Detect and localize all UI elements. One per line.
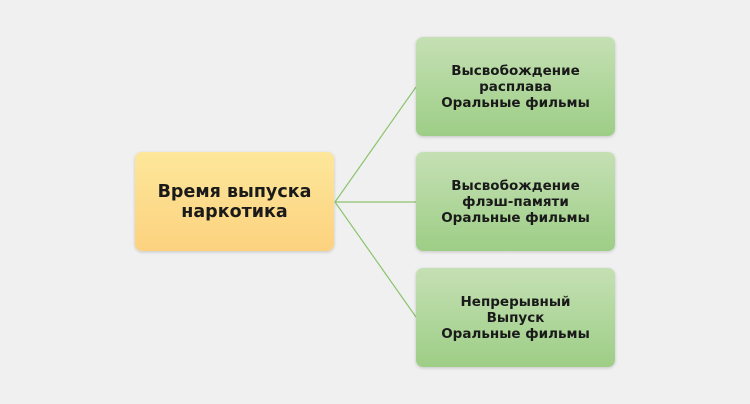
root-node-label: Время выпуска наркотика xyxy=(157,181,312,222)
child-node-continuous-release: Непрерывный Выпуск Оральные фильмы xyxy=(416,268,615,367)
connector-line-melt-release xyxy=(334,86,417,203)
child-node-label: Непрерывный Выпуск Оральные фильмы xyxy=(441,293,590,342)
child-node-label: Высвобождение флэш-памяти Оральные фильм… xyxy=(441,177,590,226)
root-node-drug-release-time: Время выпуска наркотика xyxy=(135,152,334,251)
connector-line-continuous-release xyxy=(334,201,417,318)
child-node-label: Высвобождение расплава Оральные фильмы xyxy=(441,62,590,111)
child-node-flash-release: Высвобождение флэш-памяти Оральные фильм… xyxy=(416,152,615,251)
child-node-melt-release: Высвобождение расплава Оральные фильмы xyxy=(416,37,615,136)
